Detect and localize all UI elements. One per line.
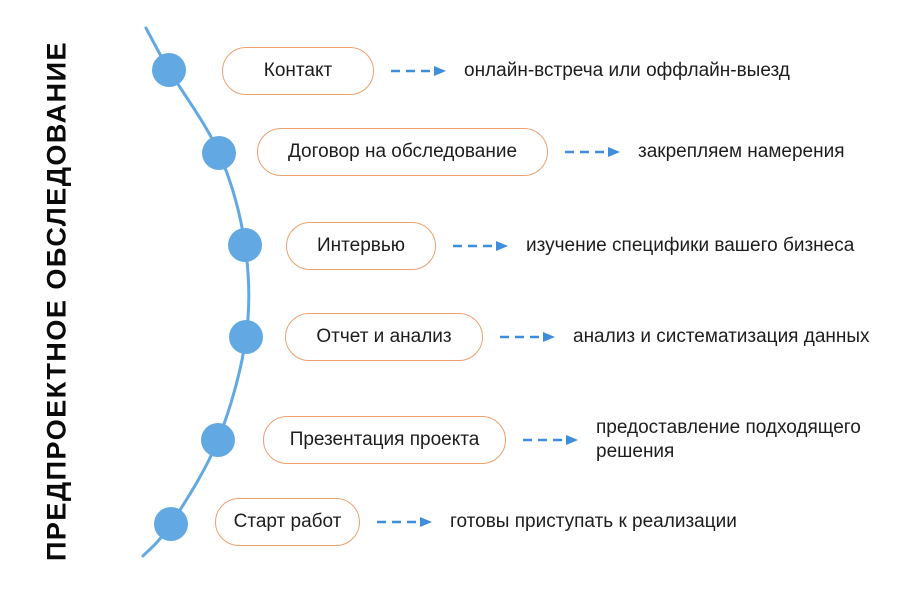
- step-row-5: Презентация проекта предоставление подхо…: [263, 416, 886, 464]
- step-pill-6: Старт работ: [215, 498, 360, 546]
- dashed-arrow-icon: [391, 66, 446, 76]
- dashed-arrow-icon: [453, 241, 508, 251]
- step-description-5: предоставление подходящего решения: [596, 417, 861, 462]
- step-label: Договор на обследование: [287, 141, 518, 162]
- timeline-node-4: [229, 320, 263, 354]
- dashed-arrow-icon: [523, 435, 578, 445]
- timeline-node-2: [202, 136, 236, 170]
- step-pill-3: Интервью: [286, 222, 436, 270]
- step-label: Отчет и анализ: [316, 326, 452, 347]
- step-pill-1: Контакт: [222, 47, 374, 95]
- step-pill-5: Презентация проекта: [263, 416, 506, 464]
- step-label: Контакт: [263, 60, 333, 81]
- step-description-4: анализ и систематизация данных: [573, 326, 870, 347]
- step-label: Интервью: [316, 235, 405, 256]
- step-row-3: Интервью изучение специфики вашего бизне…: [286, 222, 854, 270]
- step-row-4: Отчет и анализ анализ и систематизация д…: [285, 313, 870, 361]
- step-pill-4: Отчет и анализ: [285, 313, 483, 361]
- step-row-1: Контакт онлайн-встреча или оффлайн-выезд: [222, 47, 790, 95]
- dashed-arrow-icon: [565, 147, 620, 157]
- step-label: Старт работ: [233, 511, 342, 532]
- step-description-2: закрепляем намерения: [638, 141, 845, 162]
- step-description-3: изучение специфики вашего бизнеса: [526, 235, 855, 256]
- step-label: Презентация проекта: [289, 429, 480, 450]
- step-row-6: Старт работ готовы приступать к реализац…: [215, 498, 737, 546]
- timeline-node-3: [228, 228, 262, 262]
- step-pill-2: Договор на обследование: [257, 128, 548, 176]
- step-description-6: готовы приступать к реализации: [450, 511, 737, 532]
- timeline-node-5: [201, 423, 235, 457]
- timeline-path: [141, 26, 251, 558]
- timeline-node-1: [152, 53, 186, 87]
- timeline-node-6: [154, 507, 188, 541]
- dashed-arrow-icon: [377, 517, 432, 527]
- step-row-2: Договор на обследование закрепляем намер…: [257, 128, 845, 176]
- step-description-1: онлайн-встреча или оффлайн-выезд: [464, 60, 790, 81]
- dashed-arrow-icon: [500, 332, 555, 342]
